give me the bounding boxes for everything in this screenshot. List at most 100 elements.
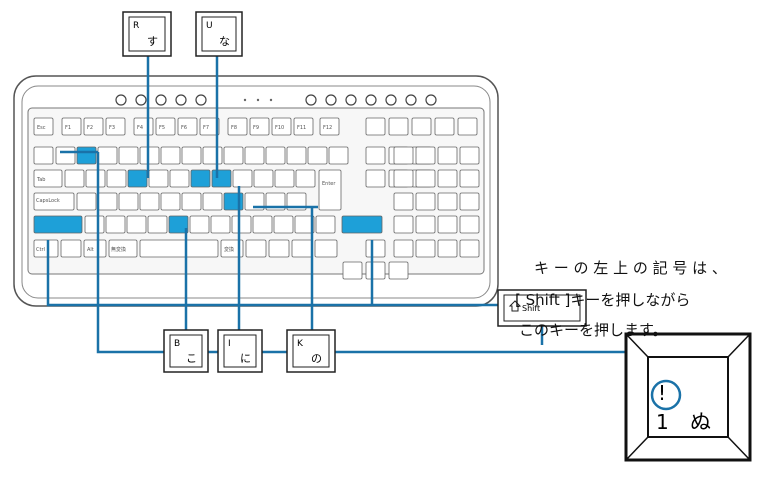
- key-i-kana: に: [240, 352, 251, 365]
- capslock-key: [33, 192, 75, 211]
- number-key: [244, 146, 265, 165]
- letter-key: [126, 215, 147, 234]
- henkan-key-label: 変換: [224, 246, 234, 253]
- numpad-key: [459, 169, 480, 188]
- function-key-label: F9: [253, 125, 259, 131]
- letter-key: [118, 192, 139, 211]
- letter-key: [252, 215, 273, 234]
- numpad-key: [437, 215, 458, 234]
- function-key-label: F4: [137, 125, 143, 131]
- letter-key: [253, 169, 274, 188]
- numpad-key: [415, 146, 436, 165]
- leader-one: [96, 152, 626, 354]
- right-shift-key: [341, 215, 383, 234]
- number-key: [181, 146, 202, 165]
- function-key-label: F6: [181, 125, 187, 131]
- function-key: [227, 117, 248, 136]
- function-key: [61, 117, 82, 136]
- zenkaku-key: [33, 146, 54, 165]
- ctrl-right-key: [314, 239, 338, 258]
- tab-key: [33, 169, 63, 188]
- number-key: [286, 146, 307, 165]
- key-u-latin: U: [206, 21, 213, 31]
- key-one-symbol: !: [658, 381, 666, 405]
- key-b-kana: こ: [186, 352, 197, 365]
- function-key: [319, 117, 340, 136]
- function-key: [155, 117, 176, 136]
- numpad-key: [415, 215, 436, 234]
- letter-key: [181, 192, 202, 211]
- function-key-label: F1: [65, 125, 71, 131]
- number-key: [223, 146, 244, 165]
- function-key-label: F3: [109, 125, 115, 131]
- function-key-label: F2: [87, 125, 93, 131]
- muhenkan-key: [108, 239, 138, 258]
- key-one-kana: ぬ: [690, 410, 711, 434]
- numpad-key: [437, 169, 458, 188]
- letter-key: [64, 169, 85, 188]
- system-key: [457, 117, 478, 136]
- callout-key-k: K の: [286, 329, 336, 373]
- key-u-kana: な: [219, 35, 230, 48]
- function-key-label: Esc: [37, 125, 46, 131]
- numpad-key: [415, 239, 436, 258]
- letter-key: [231, 215, 252, 234]
- letter-key: [160, 192, 181, 211]
- letter-key: [127, 169, 148, 188]
- letter-key: [85, 169, 106, 188]
- numpad-key: [393, 192, 414, 211]
- win-key: [60, 239, 82, 258]
- letter-key: [106, 169, 127, 188]
- key-b-latin: B: [174, 339, 180, 349]
- function-key: [83, 117, 104, 136]
- arrow-right-key: [388, 261, 409, 280]
- arrow-down-key: [365, 261, 386, 280]
- enter-key: [318, 169, 342, 211]
- shift-arrow-icon: [508, 300, 522, 312]
- numpad-key: [459, 192, 480, 211]
- function-key: [249, 117, 270, 136]
- number-key: [160, 146, 181, 165]
- letter-key: [84, 215, 105, 234]
- letter-key: [148, 169, 169, 188]
- callout-key-b: B こ: [163, 329, 209, 373]
- function-key: [271, 117, 292, 136]
- letter-key: [294, 215, 315, 234]
- key-k-latin: K: [297, 339, 304, 349]
- function-key: [199, 117, 220, 136]
- system-key: [411, 117, 432, 136]
- numpad-key: [459, 239, 480, 258]
- note-line-1: キ ー の 左 上 の 記 号 は 、: [534, 259, 727, 277]
- system-key: [365, 117, 386, 136]
- letter-key: [274, 169, 295, 188]
- capslock-key-label: CapsLock: [36, 198, 60, 204]
- kana-key: [245, 239, 267, 258]
- numpad-key: [393, 169, 414, 188]
- letter-key: [211, 169, 232, 188]
- letter-key: [232, 169, 253, 188]
- tab-key-label: Tab: [36, 177, 45, 183]
- leader-lines: [46, 52, 671, 385]
- alt-key: [83, 239, 107, 258]
- key-r-latin: R: [133, 21, 139, 31]
- note-line-3: このキーを押します。: [519, 321, 668, 339]
- indicator-lamps: [115, 94, 437, 106]
- symbol-highlight-circle: [650, 379, 682, 411]
- numpad-key: [415, 169, 436, 188]
- leader-shift: [46, 240, 498, 307]
- number-key: [265, 146, 286, 165]
- callout-key-shift: Shift: [497, 289, 587, 327]
- numpad-key: [415, 192, 436, 211]
- space-key: [139, 239, 219, 258]
- letter-key: [315, 215, 336, 234]
- key-i-latin: I: [228, 339, 231, 349]
- numpad-key: [437, 239, 458, 258]
- letter-key: [202, 192, 223, 211]
- number-key: [76, 146, 97, 165]
- letter-key: [76, 192, 97, 211]
- key-shift-label: Shift: [522, 304, 540, 313]
- letter-key: [169, 169, 190, 188]
- enter-key-label: Enter: [322, 181, 336, 187]
- numpad-key: [393, 239, 414, 258]
